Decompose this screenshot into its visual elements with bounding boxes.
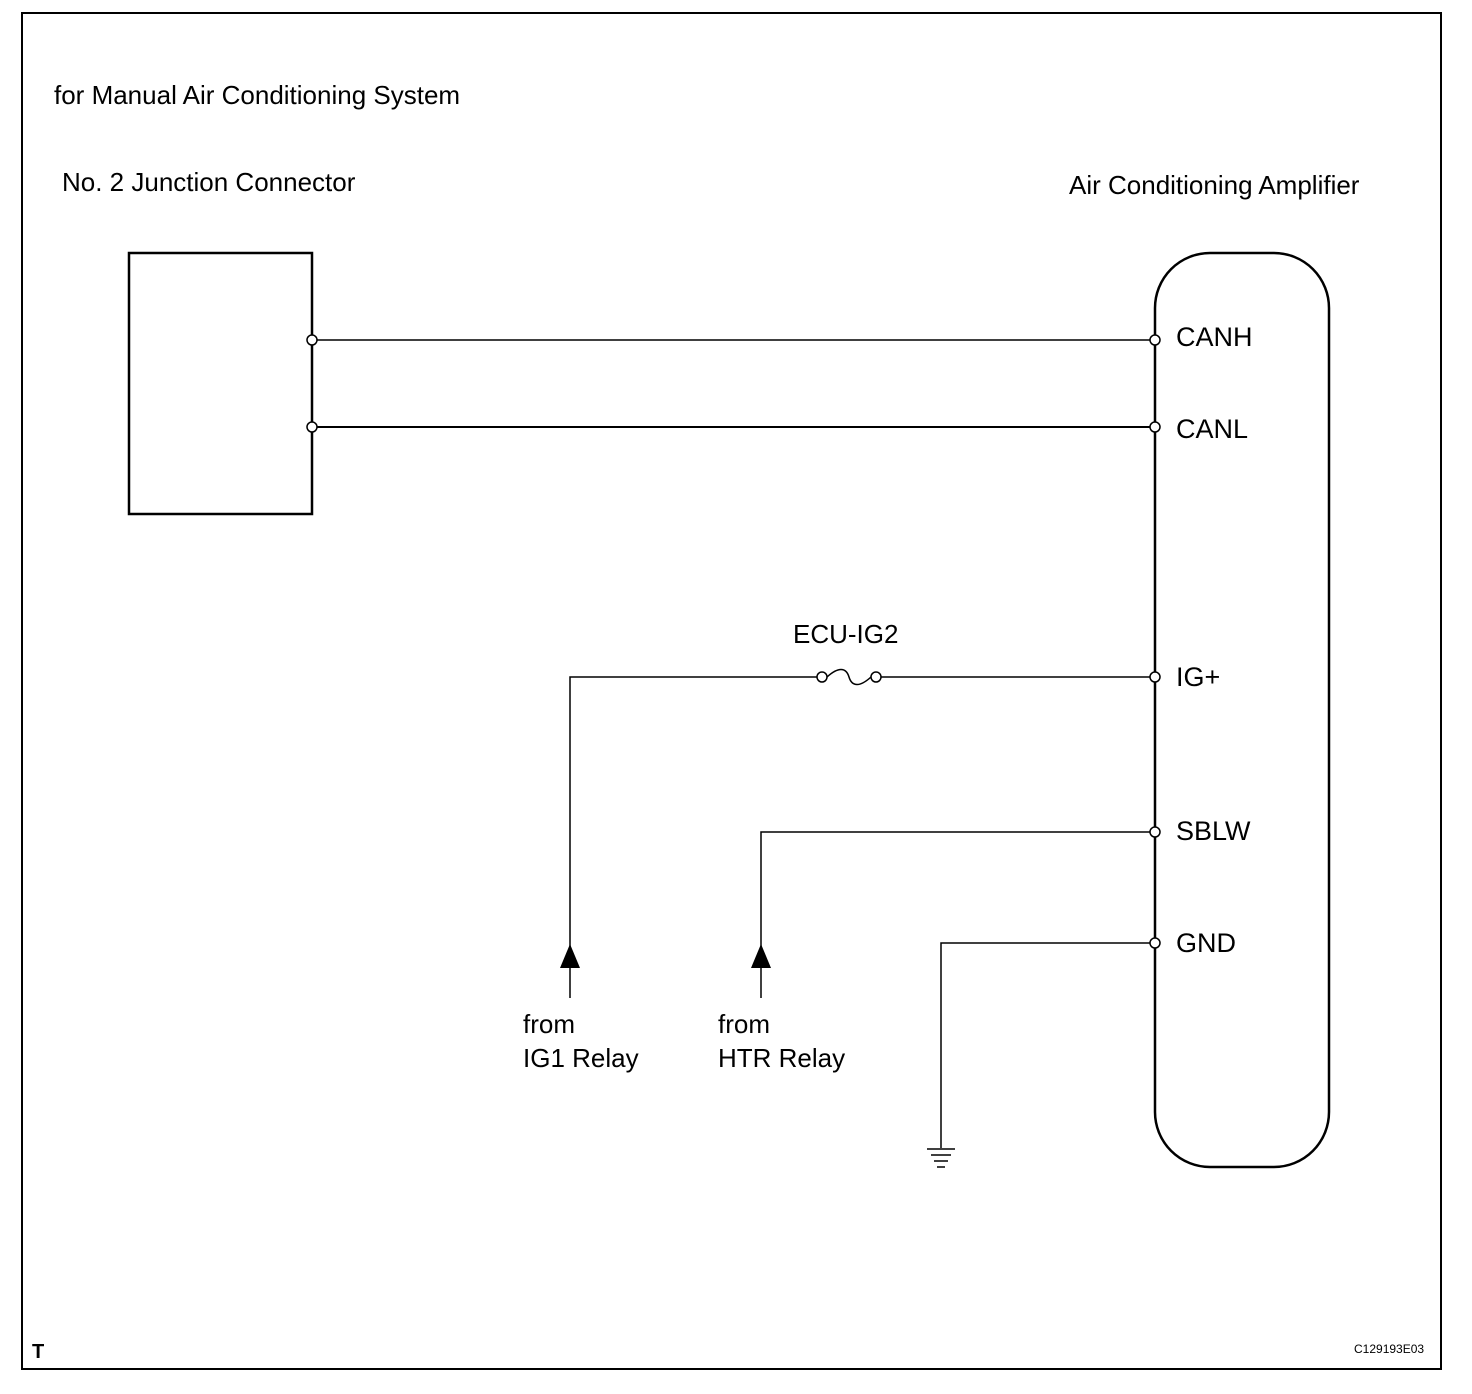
ig1-arrow [560,944,580,968]
amp-terminal-sblw [1149,826,1161,838]
ig1-wire [569,676,822,998]
pin-sblw-label: SBLW [1176,816,1251,846]
pin-ig-plus-label: IG+ [1176,662,1221,692]
amp-terminal-canh [1149,334,1161,346]
gnd-wire [940,942,1155,1148]
junction-connector-box [127,251,314,516]
diagram-subtitle: for Manual Air Conditioning System [54,80,461,110]
htr-source-line2: HTR Relay [718,1043,846,1073]
amp-terminal-gnd [1149,937,1161,949]
amplifier-box [1153,251,1331,1169]
pin-canh-label: CANH [1176,322,1253,352]
htr-arrow [751,944,771,968]
amplifier-label: Air Conditioning Amplifier [1069,170,1360,200]
fuse-terminal-left [816,671,828,683]
amp-terminal-canl [1149,421,1161,433]
htr-source-line1: from [718,1009,770,1039]
footer-marker: T [32,1341,45,1363]
ground-symbol [927,1148,955,1168]
amp-terminal-ig-plus [1149,671,1161,683]
jc-terminal-canl [306,421,318,433]
junction-connector-label: No. 2 Junction Connector [62,167,356,197]
fuse-terminal-right [870,671,882,683]
fuse-symbol [826,668,872,686]
diagram-frame [21,12,1442,1370]
pin-gnd-label: GND [1176,928,1236,958]
pin-canl-label: CANL [1176,414,1249,444]
jc-terminal-canh [306,334,318,346]
sblw-wire [760,831,1155,998]
fuse-label: ECU-IG2 [793,619,899,649]
ig1-source-line1: from [523,1009,575,1039]
figure-code: C129193E03 [1354,1342,1425,1356]
ig1-source-line2: IG1 Relay [523,1043,639,1073]
